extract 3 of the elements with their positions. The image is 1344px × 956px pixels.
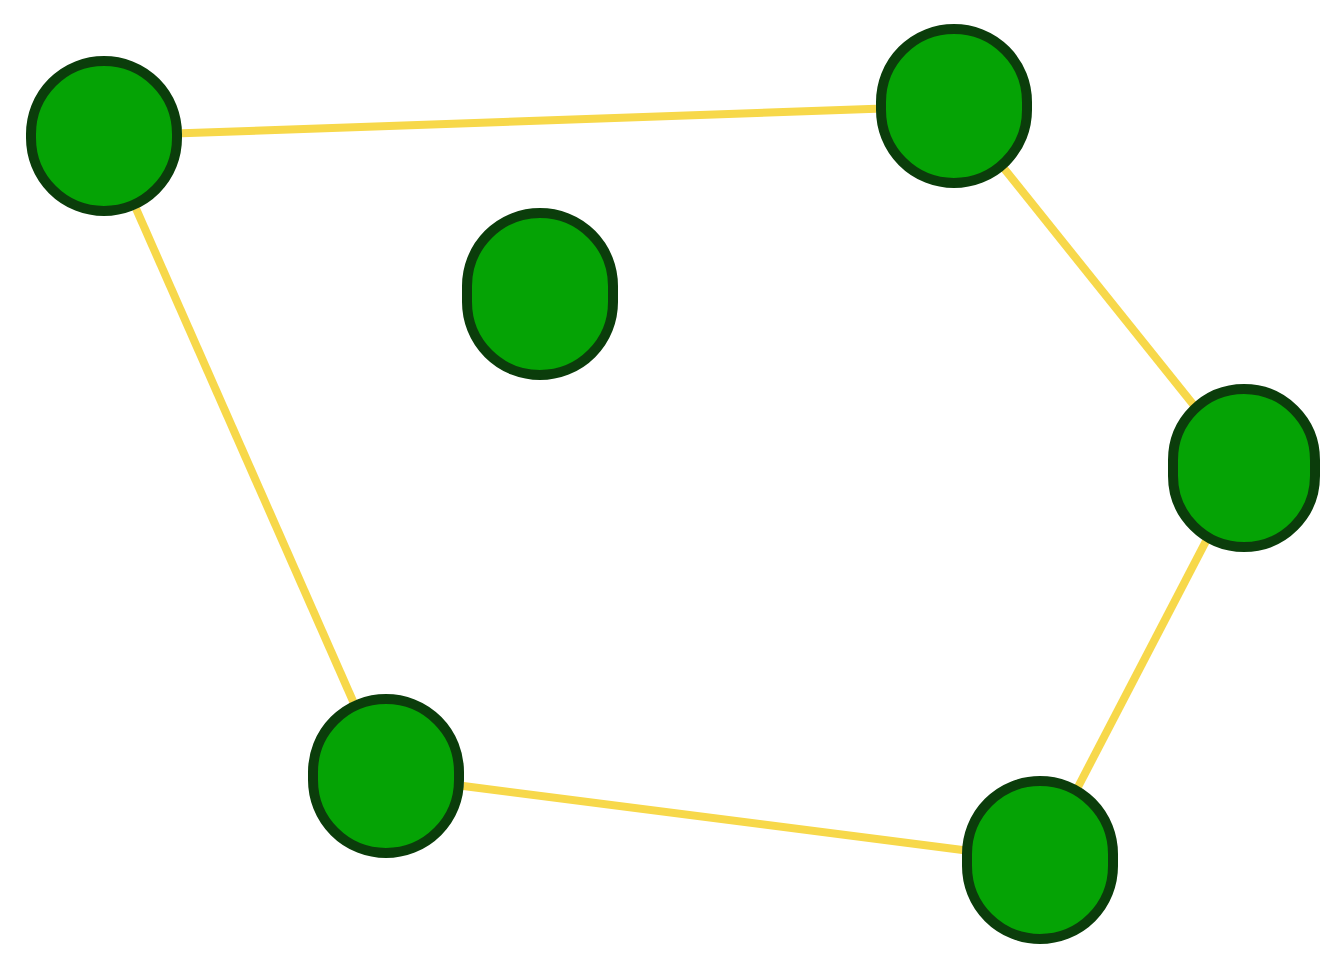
hull-line xyxy=(181,104,877,138)
hull-line xyxy=(462,781,964,854)
hull-line xyxy=(1001,166,1197,408)
